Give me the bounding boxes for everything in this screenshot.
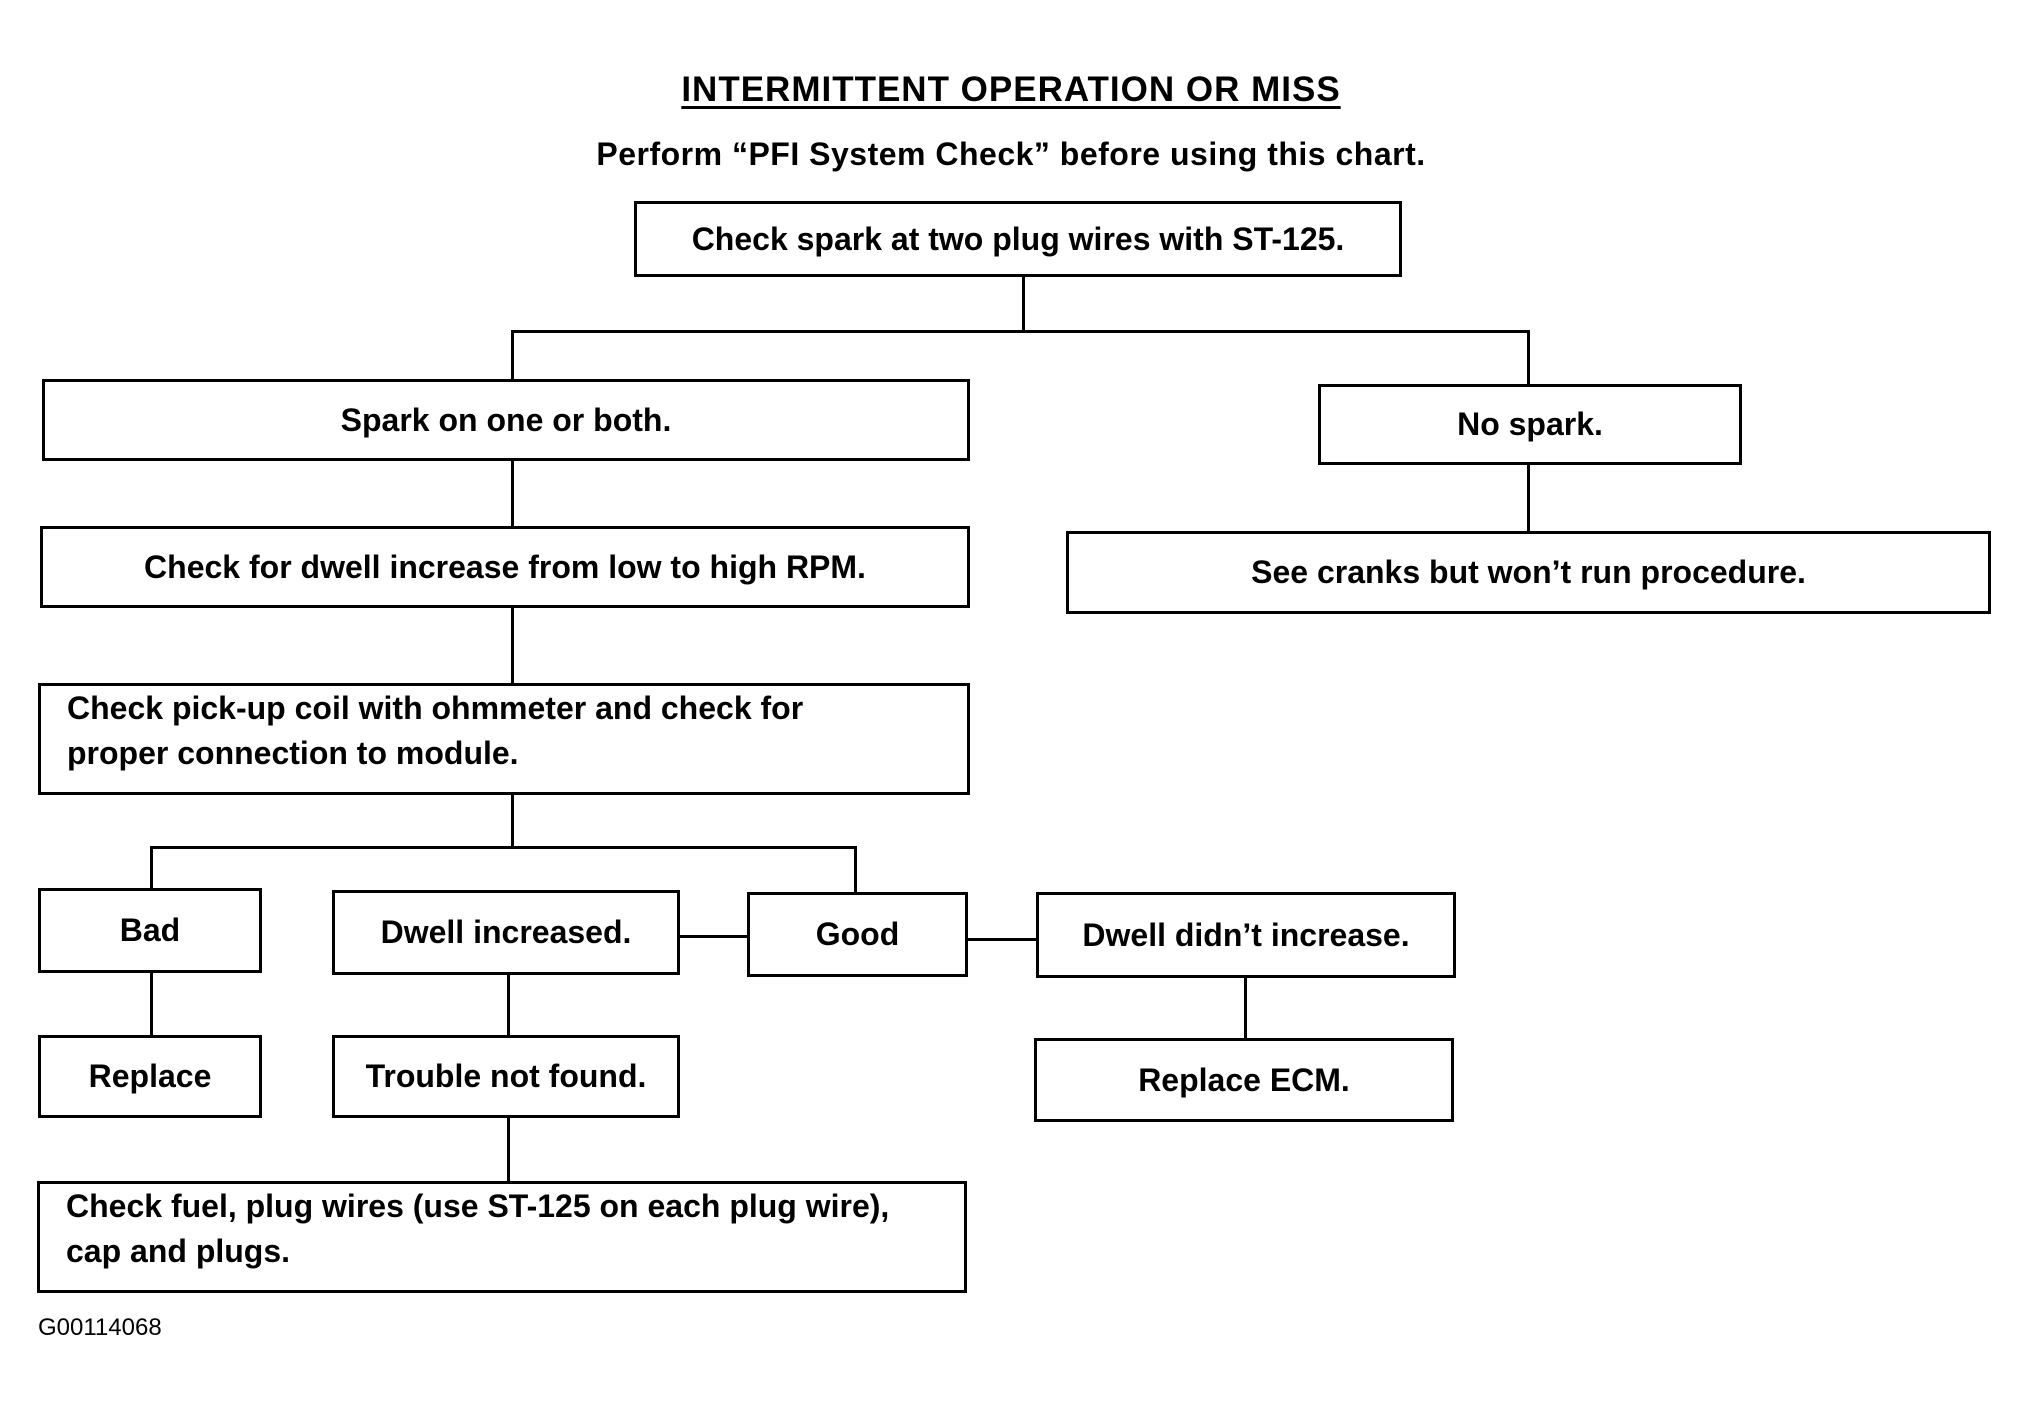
connector-nospark-to-see <box>1527 463 1530 532</box>
box-see-cranks: See cranks but won’t run procedure. <box>1066 531 1991 614</box>
diagram-subtitle: Perform “PFI System Check” before using … <box>596 136 1426 172</box>
connector-trouble-to-fuel <box>507 1116 510 1182</box>
box-spark-one-or-both: Spark on one or both. <box>42 379 970 461</box>
box-check-pickup: Check pick-up coil with ohmmeter and che… <box>38 683 970 795</box>
box-replace-label: Replace <box>88 1058 212 1095</box>
connector-dwell-inc-good <box>678 935 749 938</box>
figure-id: G00114068 <box>38 1314 162 1341</box>
box-replace: Replace <box>38 1035 262 1118</box>
box-trouble-not-found: Trouble not found. <box>332 1035 680 1118</box>
connector-pickup-split <box>150 846 857 849</box>
connector-to-good <box>854 846 857 893</box>
box-check-fuel: Check fuel, plug wires (use ST-125 on ea… <box>37 1181 967 1293</box>
connector-inc-to-trouble <box>507 973 510 1036</box>
box-check-fuel-line2: cap and plugs. <box>66 1232 291 1269</box>
connector-to-spark <box>511 330 514 380</box>
box-check-spark: Check spark at two plug wires with ST-12… <box>634 201 1402 277</box>
connector-spark-to-dwell <box>511 459 514 527</box>
connector-pickup-stem <box>511 793 514 848</box>
box-dwell-didnt-increase-label: Dwell didn’t increase. <box>1082 916 1410 953</box>
connector-to-bad <box>150 846 153 889</box>
box-no-spark: No spark. <box>1318 384 1742 465</box>
box-dwell-increased: Dwell increased. <box>332 890 680 975</box>
box-check-dwell-label: Check for dwell increase from low to hig… <box>144 548 866 585</box>
connector-bad-to-replace <box>150 971 153 1036</box>
diagram-title: INTERMITTENT OPERATION OR MISS <box>681 70 1341 109</box>
box-spark-one-or-both-label: Spark on one or both. <box>340 401 672 438</box>
connector-didnt-to-ecm <box>1244 976 1247 1039</box>
box-check-pickup-line1: Check pick-up coil with ohmmeter and che… <box>67 690 804 726</box>
connector-dwell-to-pickup <box>511 606 514 684</box>
box-good-label: Good <box>815 916 900 953</box>
box-replace-ecm: Replace ECM. <box>1034 1038 1454 1122</box>
connector-top-stem <box>1022 275 1025 331</box>
box-check-pickup-line2: proper connection to module. <box>67 734 519 771</box>
box-bad-label: Bad <box>119 912 181 949</box>
box-replace-ecm-label: Replace ECM. <box>1138 1061 1350 1098</box>
connector-to-no-spark <box>1527 330 1530 384</box>
box-dwell-increased-label: Dwell increased. <box>380 914 632 951</box>
connector-top-split <box>511 330 1530 333</box>
box-check-dwell: Check for dwell increase from low to hig… <box>40 526 970 608</box>
box-trouble-not-found-label: Trouble not found. <box>365 1058 647 1095</box>
box-check-spark-label: Check spark at two plug wires with ST-12… <box>691 220 1345 257</box>
box-see-cranks-label: See cranks but won’t run procedure. <box>1251 554 1806 591</box>
box-check-fuel-line1: Check fuel, plug wires (use ST-125 on ea… <box>66 1188 890 1224</box>
box-dwell-didnt-increase: Dwell didn’t increase. <box>1036 892 1456 978</box>
connector-good-dwell-didnt <box>966 938 1038 941</box>
box-bad: Bad <box>38 888 262 973</box>
box-good: Good <box>747 892 968 977</box>
box-no-spark-label: No spark. <box>1457 406 1603 443</box>
